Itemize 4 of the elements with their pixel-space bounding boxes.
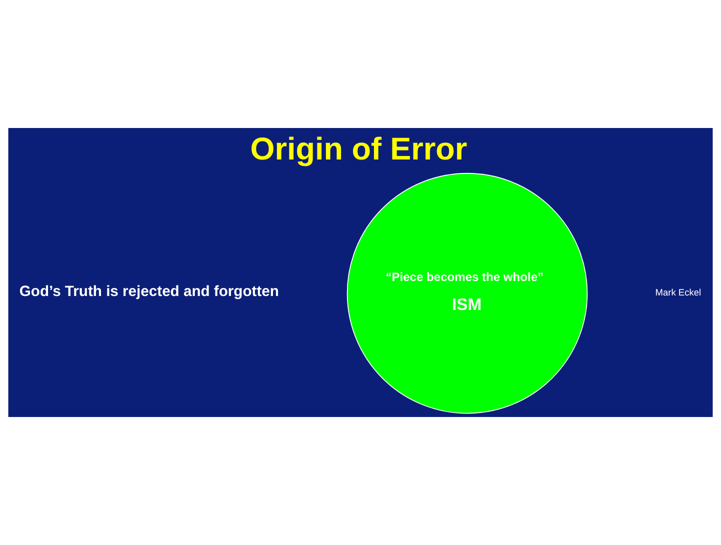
label: Mark Eckel	[655, 288, 702, 298]
label: God’s Truth is rejected and forgotten	[19, 284, 279, 300]
diagram-title: Origin of Error	[250, 130, 468, 167]
node-circle: “Piece becomes the whole” ISM	[346, 172, 588, 414]
